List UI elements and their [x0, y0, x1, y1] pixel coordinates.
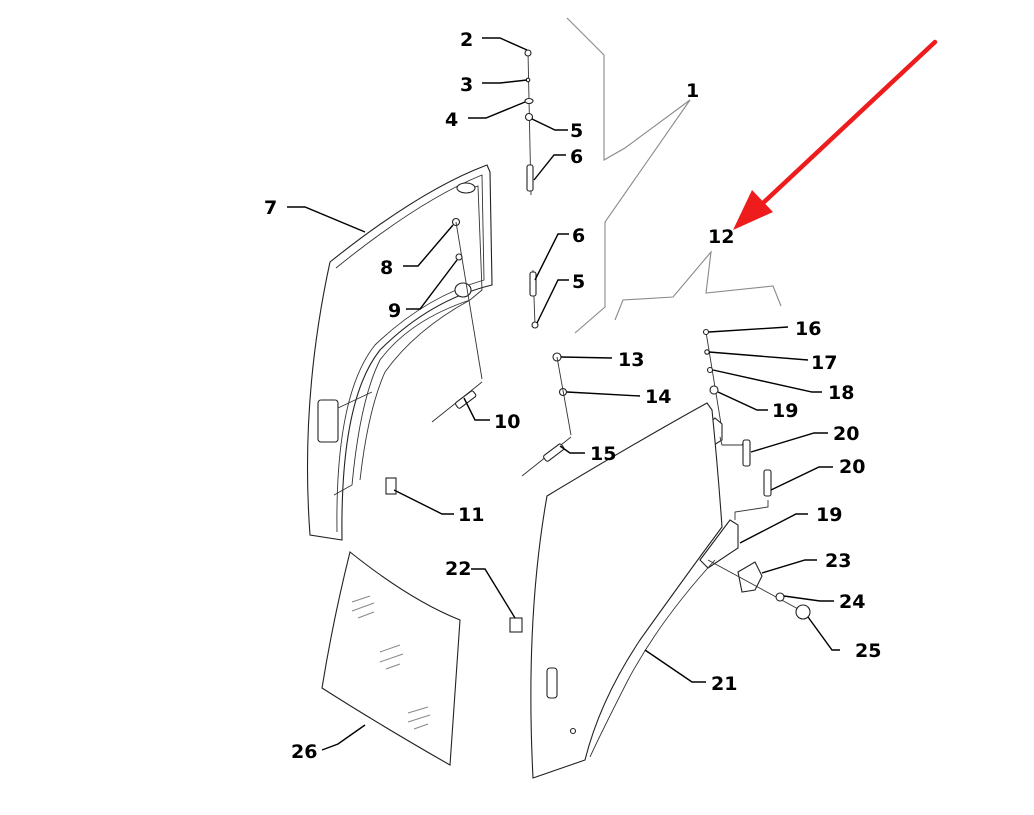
callout-21: 21: [711, 673, 737, 695]
highlight-arrow: [733, 39, 938, 230]
callout-26: 26: [291, 741, 317, 763]
callout-12: 12: [708, 226, 734, 248]
gas-strut-left: [431, 217, 483, 423]
callout-20: 20: [833, 423, 859, 445]
callout-8: 8: [380, 257, 393, 279]
callout-20-lower: 20: [839, 456, 865, 478]
callout-1: 1: [686, 80, 699, 102]
callout-15: 15: [590, 443, 616, 465]
hinge-mount: [456, 182, 476, 194]
lower-hinge: [699, 519, 739, 569]
callout-17: 17: [811, 352, 837, 374]
callout-9: 9: [388, 300, 401, 322]
pin-stack-mid: [529, 269, 539, 329]
door-handle-lock: [317, 399, 339, 443]
bracket-22: [509, 617, 523, 633]
callout-4: 4: [445, 109, 458, 131]
callout-19: 19: [772, 400, 798, 422]
callout-18: 18: [828, 382, 854, 404]
callout-23: 23: [825, 550, 851, 572]
callout-25: 25: [855, 640, 881, 662]
frame-line-12: [614, 250, 782, 321]
bracket-11: [385, 477, 397, 495]
frame-line-mid: [574, 99, 691, 334]
right-door-panel: [530, 402, 723, 779]
callout-6: 6: [570, 146, 583, 168]
left-door-panel: [306, 164, 493, 541]
gas-strut-right: [521, 352, 572, 477]
callout-22: 22: [445, 558, 471, 580]
callout-24: 24: [839, 591, 865, 613]
cab-frame-outline: [566, 17, 782, 334]
frame-line-upper: [566, 17, 691, 161]
pin-stack-top: [524, 49, 534, 196]
callout-7: 7: [264, 197, 277, 219]
hinge-bracket-23: [737, 561, 763, 593]
callout-13: 13: [618, 349, 644, 371]
callout-10: 10: [494, 411, 520, 433]
callout-11: 11: [458, 504, 484, 526]
door-handle-right: [546, 667, 558, 699]
callout-14: 14: [645, 386, 671, 408]
callout-19-lower: 19: [816, 504, 842, 526]
leader-lines: [287, 37, 840, 751]
callout-5: 5: [570, 120, 583, 142]
glass-pane: [321, 551, 461, 766]
callout-5-lower: 5: [572, 271, 585, 293]
callout-labels: 2 3 4 5 6 1 6 5 7 8 9 10 11 12 13 14 15 …: [264, 29, 881, 763]
callout-2: 2: [460, 29, 473, 51]
callout-3: 3: [460, 74, 473, 96]
callout-16: 16: [795, 318, 821, 340]
arrow-head-icon: [733, 190, 773, 230]
callout-6-lower: 6: [572, 225, 585, 247]
